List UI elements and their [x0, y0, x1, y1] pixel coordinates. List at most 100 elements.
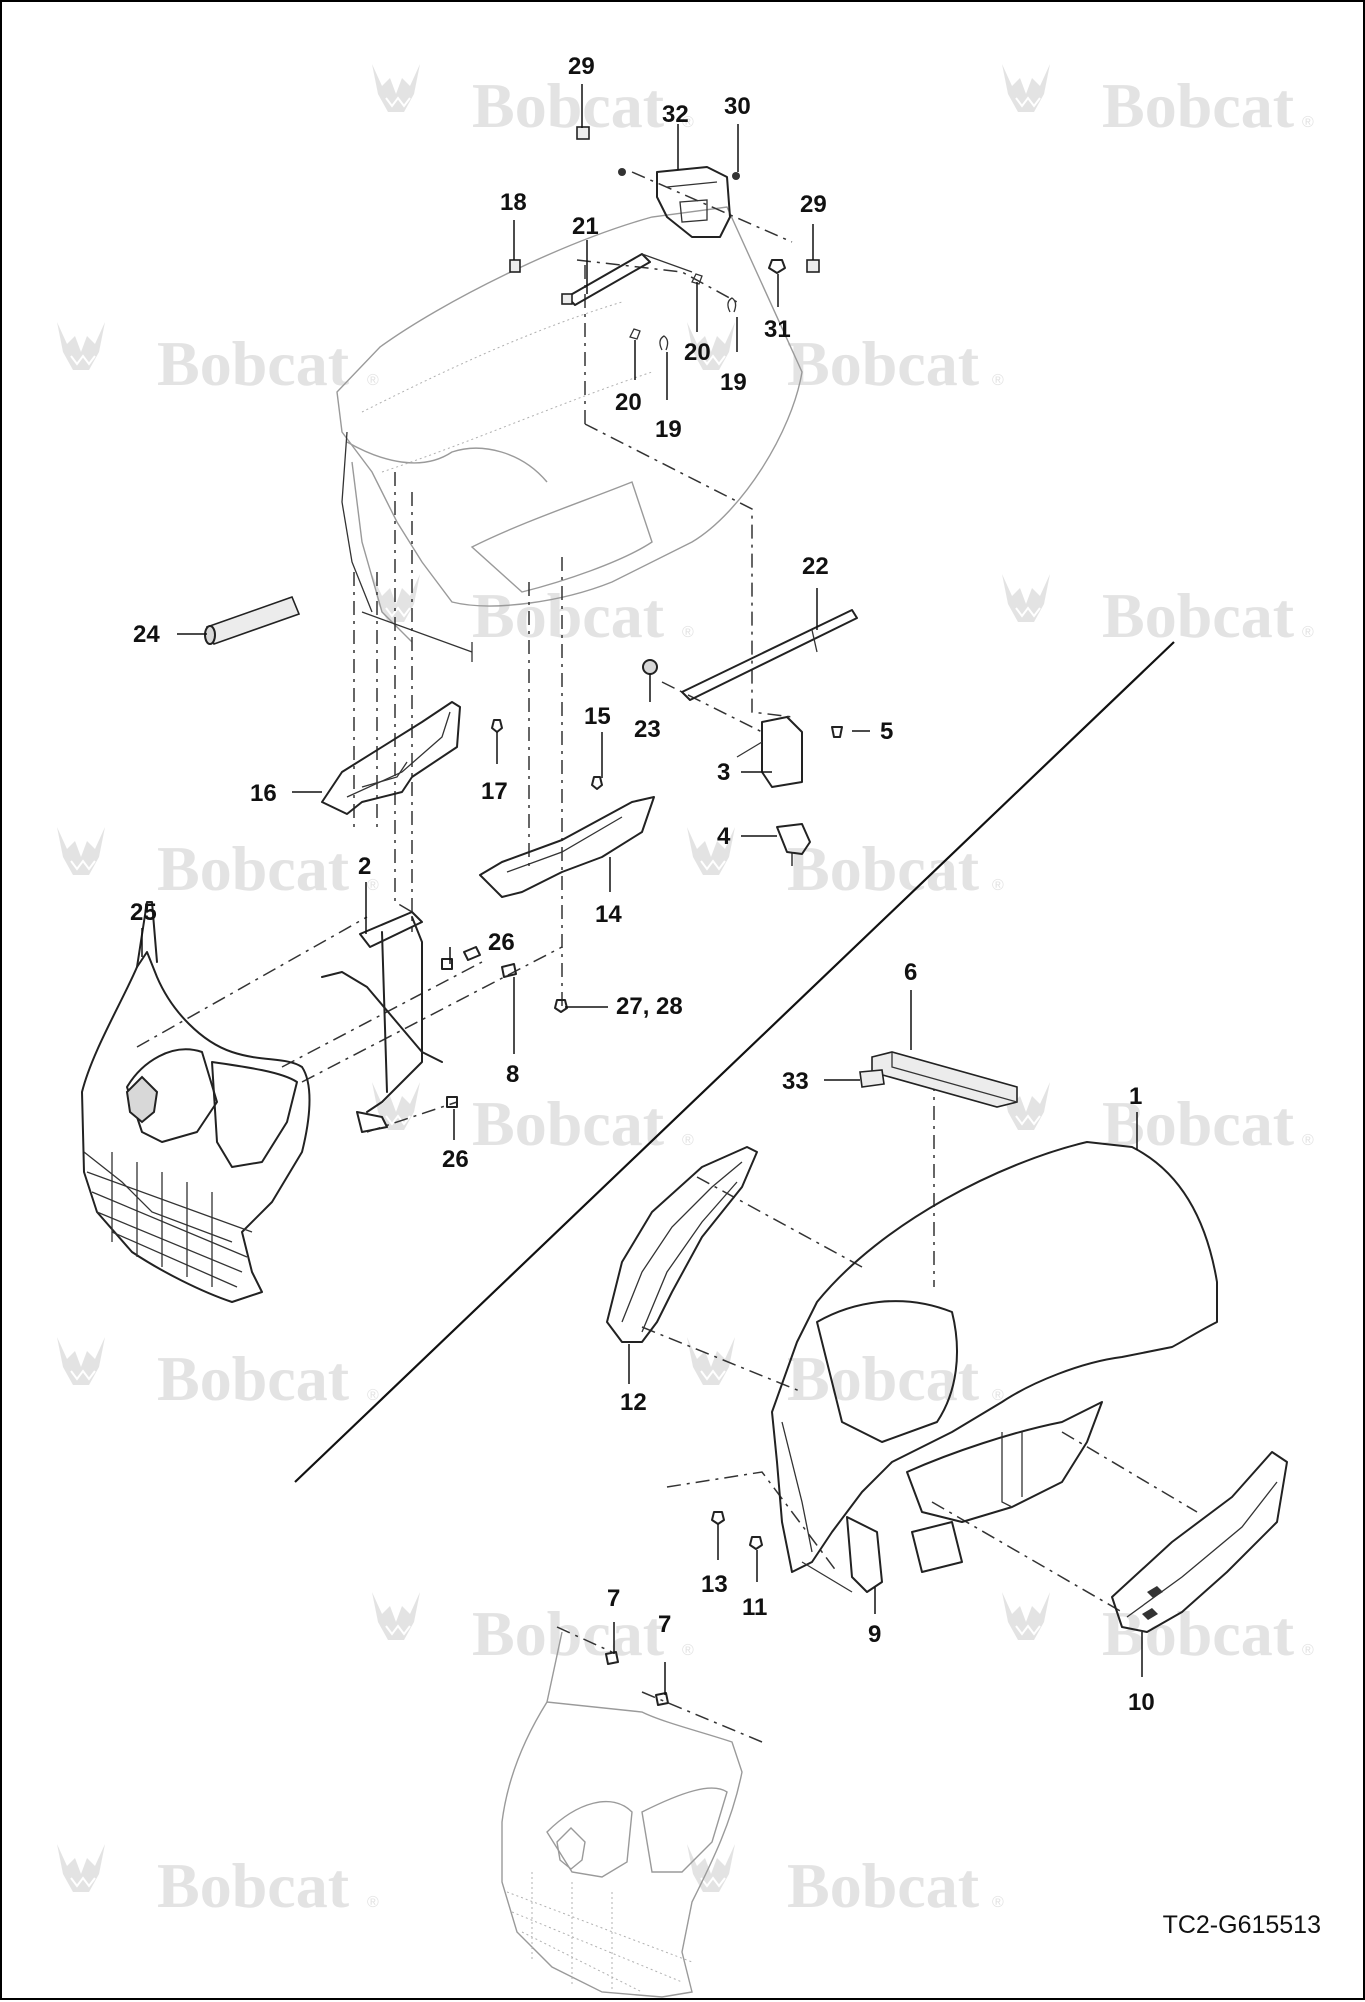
watermark-brand: Bobcat [787, 1343, 980, 1414]
callout-9: 9 [868, 1621, 881, 1648]
callout-19: 19 [655, 416, 682, 443]
watermark-reg: ® [992, 372, 1004, 389]
callout-29: 29 [800, 191, 827, 218]
watermark-brand: Bobcat [472, 1598, 665, 1669]
callout-29: 29 [568, 53, 595, 80]
callout-25: 25 [130, 899, 157, 926]
callout-32: 32 [662, 101, 689, 128]
clips-19-20 [629, 273, 737, 351]
callout-7: 7 [658, 1611, 671, 1638]
callout-20: 20 [615, 389, 642, 416]
bobcat-logo-icon [371, 63, 421, 113]
bobcat-logo-icon [1001, 1591, 1051, 1641]
watermark-reg: ® [1302, 1132, 1314, 1149]
callout-2: 2 [358, 853, 371, 880]
callout-14: 14 [595, 901, 622, 928]
bolt-26-lower [446, 1096, 458, 1108]
watermark: Bobcat ® [686, 826, 1004, 904]
bolt-7-left [605, 1651, 619, 1665]
part-32-bracket [618, 166, 731, 238]
callout-19: 19 [720, 369, 747, 396]
marker-icon [1147, 1586, 1163, 1598]
callout-20: 20 [684, 339, 711, 366]
bolt-17 [491, 719, 503, 733]
phantom-front-grille [501, 1631, 743, 1998]
bobcat-logo-icon [371, 1591, 421, 1641]
watermark-reg: ® [992, 1894, 1004, 1911]
watermark-reg: ® [1302, 114, 1314, 131]
part-3-bracket [736, 716, 843, 788]
bolt-5 [831, 726, 843, 738]
callout-17: 17 [481, 778, 508, 805]
watermark-brand: Bobcat [157, 833, 350, 904]
watermark-brand: Bobcat [157, 1850, 350, 1921]
callout-13: 13 [701, 1571, 728, 1598]
watermark-reg: ® [1302, 624, 1314, 641]
callout-21: 21 [572, 213, 599, 240]
bobcat-logo-icon [686, 1336, 736, 1386]
callout-23: 23 [634, 716, 661, 743]
watermark-reg: ® [367, 372, 379, 389]
callout-22: 22 [802, 553, 829, 580]
watermark-brand: Bobcat [472, 70, 665, 141]
callout-15: 15 [584, 703, 611, 730]
part-9-bracket [801, 1516, 883, 1593]
watermark: Bobcat ® [371, 1081, 694, 1159]
watermark-reg: ® [367, 877, 379, 894]
bobcat-logo-icon [686, 1843, 736, 1893]
nut-8 [501, 963, 517, 978]
part-22-rod [642, 609, 858, 701]
watermark-reg: ® [367, 1894, 379, 1911]
bolt-26-upper [441, 958, 453, 970]
section-divider-line [294, 641, 1175, 1483]
callout-5: 5 [880, 718, 893, 745]
hood-fasteners [711, 1511, 763, 1550]
part-10-hood-insert [1111, 1451, 1288, 1633]
watermark: Bobcat ® [1001, 63, 1314, 141]
bobcat-logo-icon [56, 826, 106, 876]
watermark: Bobcat ® [371, 573, 694, 651]
part-2-support-frame [321, 911, 568, 1133]
watermark: Bobcat ® [56, 826, 379, 904]
watermark-brand: Bobcat [1102, 1598, 1295, 1669]
bolt-11 [749, 1536, 763, 1550]
watermark-brand: Bobcat [157, 1343, 350, 1414]
bobcat-logo-icon [56, 1336, 106, 1386]
callout-1: 1 [1129, 1083, 1142, 1110]
watermark: Bobcat ® [686, 321, 1004, 399]
bobcat-logo-icon [371, 573, 421, 623]
watermark-reg: ® [682, 624, 694, 641]
marker-icon [1142, 1608, 1158, 1620]
part-18 [509, 259, 521, 273]
callout-7: 7 [607, 1585, 620, 1612]
bolt-31 [768, 259, 786, 274]
pin-29-right [806, 259, 820, 273]
part-1-hood [771, 1141, 1218, 1573]
watermark-brand: Bobcat [157, 328, 350, 399]
watermark-brand: Bobcat [472, 580, 665, 651]
part-16-left-insert [321, 701, 503, 815]
pin-29-left [576, 126, 590, 140]
part-21-strut [509, 253, 693, 306]
bobcat-logo-icon [1001, 63, 1051, 113]
pin-30 [732, 172, 740, 180]
drawing-id-label: TC2-G615513 [1162, 1911, 1321, 1939]
callout-16: 16 [250, 780, 277, 807]
watermark-brand: Bobcat [472, 1088, 665, 1159]
part-12-hood-insert [606, 1146, 758, 1343]
watermark-reg: ® [682, 114, 694, 131]
bolt-15 [591, 776, 603, 790]
fastener-icon [618, 168, 626, 176]
callout-10: 10 [1128, 1689, 1155, 1716]
clip-19-left [659, 335, 669, 351]
callout-31: 31 [764, 316, 791, 343]
watermark: Bobcat ® [1001, 1081, 1314, 1159]
watermark: Bobcat ® [1001, 1591, 1314, 1669]
callout-24: 24 [133, 621, 160, 648]
callout-26: 26 [488, 929, 515, 956]
watermark: Bobcat ® [56, 1843, 379, 1921]
bolt-13 [711, 1511, 725, 1525]
callout-4: 4 [717, 823, 731, 850]
watermark-brand: Bobcat [1102, 70, 1295, 141]
callout-labels: 29 32 30 18 21 29 31 20 19 20 19 22 24 2… [130, 53, 1155, 1716]
